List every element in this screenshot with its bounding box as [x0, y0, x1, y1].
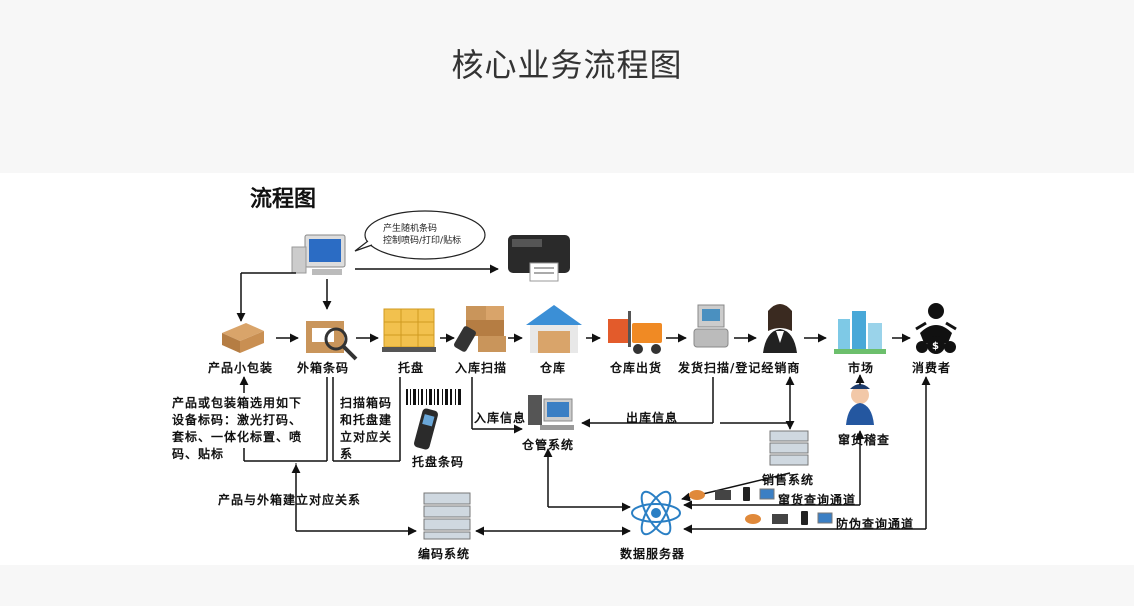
note-outbound-info: 出库信息	[626, 411, 679, 425]
outer-barcode-icon	[306, 321, 358, 361]
node-inspection: 窜货稽查	[838, 433, 891, 447]
printer-icon	[508, 235, 570, 282]
node-coding-system: 编码系统	[418, 547, 471, 561]
note-device-marking: 产品或包装箱选用如下 设备标码：激光打码、 套标、一体化标置、喷 码、贴标	[172, 396, 303, 461]
node-outer-barcode: 外箱条码	[297, 361, 350, 375]
sales-server-icon	[769, 430, 809, 466]
warehouse-icon	[526, 305, 582, 353]
wms-computer-icon	[528, 395, 574, 430]
pc-icon	[759, 488, 775, 500]
handheld-scanner-icon	[413, 408, 439, 450]
pc-icon	[817, 512, 833, 524]
node-inbound-scan: 入库扫描	[455, 361, 508, 375]
inspector-icon	[846, 384, 874, 425]
flowchart-canvas: 流程图	[0, 173, 1134, 565]
data-server-icon	[631, 490, 681, 536]
note-product-outer-relation: 产品与外箱建立对应关系	[218, 493, 362, 507]
mobile-icon	[743, 487, 750, 501]
note-anti-fake: 防伪查询通道	[836, 517, 915, 531]
node-warehouse: 仓库	[540, 361, 567, 375]
market-city-icon	[834, 311, 886, 354]
forklift-icon	[608, 311, 662, 354]
phone-icon	[689, 490, 705, 500]
fax-icon	[772, 514, 788, 524]
node-small-pack: 产品小包装	[208, 361, 274, 375]
page-title: 核心业务流程图	[451, 46, 683, 84]
mobile-icon	[801, 511, 808, 525]
node-market: 市场	[848, 361, 875, 375]
pallet-icon	[382, 308, 436, 352]
node-pallet: 托盘	[398, 361, 425, 375]
consumer-icon: $	[915, 303, 957, 354]
barcode-icon	[404, 389, 464, 407]
note-inbound-info: 入库信息	[474, 411, 527, 425]
node-consumer: 消费者	[912, 361, 952, 375]
node-ship-scan: 发货扫描/登记经销商	[678, 361, 801, 375]
small-pack-icon	[222, 323, 264, 353]
node-outbound: 仓库出货	[610, 361, 663, 375]
fax-icon	[715, 490, 731, 500]
speech-bubble	[364, 210, 486, 260]
note-cross-channel: 窜货查询通道	[778, 493, 857, 507]
note-scan-pallet: 扫描箱码 和托盘建 立对应关 系	[340, 396, 393, 461]
scanner-terminal-icon	[693, 304, 729, 348]
coding-server-icon	[423, 492, 471, 540]
flowchart-title: 流程图	[250, 187, 317, 212]
dealer-person-icon	[763, 304, 797, 353]
node-wms: 仓管系统	[522, 438, 575, 452]
page-footer	[0, 565, 1134, 606]
computer-icon	[291, 234, 346, 275]
page-header: 核心业务流程图	[0, 0, 1134, 173]
svg-text:$: $	[932, 341, 939, 352]
speech-bubble-text: 产生随机条码 控制喷码/打印/贴标	[383, 224, 462, 246]
node-sales-system: 销售系统	[762, 473, 815, 487]
inbound-scan-icon	[454, 306, 506, 352]
node-pallet-barcode: 托盘条码	[412, 455, 465, 469]
node-data-server: 数据服务器	[620, 547, 686, 561]
phone-icon	[745, 514, 761, 524]
flowchart-graphics: $	[222, 210, 957, 540]
